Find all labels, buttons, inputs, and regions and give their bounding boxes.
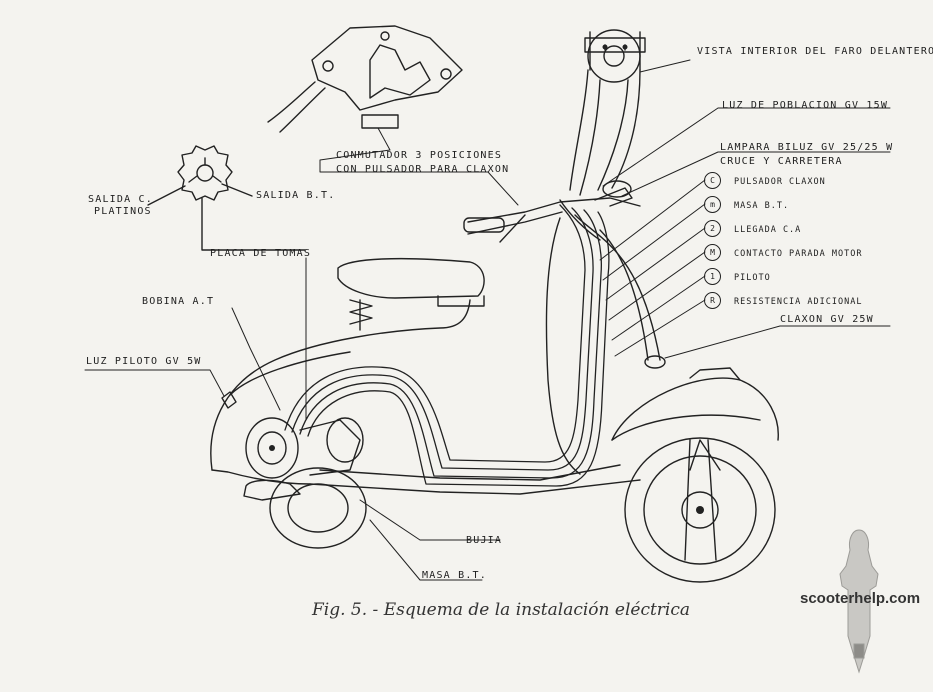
legend-key-M: M [704,244,721,261]
label-platinos: PLATINOS [94,206,152,217]
rear-engine [243,417,364,501]
label-luz-poblacion: LUZ DE POBLACION GV 15W [722,100,889,111]
switch-housing [267,25,463,133]
legend-key-R: R [704,292,721,309]
label-lampara-biluz: LAMPARA BILUZ GV 25/25 W [720,142,894,153]
legend-text-c: PULSADOR CLAXON [734,177,826,187]
flywheel-magneto [147,145,306,251]
label-bujia: BUJIA [466,535,503,546]
headlight-interior-view [569,29,646,196]
label-masa-bt: MASA B.T. [422,570,487,581]
leader-lines [84,59,891,581]
label-bobina-at: BOBINA A.T [142,296,215,307]
label-cruce-carretera: CRUCE Y CARRETERA [720,156,843,167]
label-placa-tomas: PLACA DE TOMAS [210,248,312,259]
legend-key-m: m [704,196,721,213]
watermark-brand: scooterhelp.com [800,590,921,607]
label-conmutador-line1: CONMUTADOR 3 POSICIONES [336,150,503,161]
label-luz-piloto: LUZ PILOTO GV 5W [86,356,202,367]
figure-caption: Fig. 5. - Esquema de la instalación eléc… [312,600,691,620]
filled-details [269,44,704,514]
label-claxon: CLAXON GV 25W [780,314,874,325]
legend-key-c: C [704,172,721,189]
label-conmutador-line2: CON PULSADOR PARA CLAXON [336,164,510,175]
wiring-harness [284,204,610,487]
legend-text-2: LLEGADA C.A [734,225,802,235]
label-salida-c: SALIDA C. [88,194,153,205]
front-wheel [624,437,776,583]
legend-text-R: RESISTENCIA ADICIONAL [734,297,863,307]
label-salida-bt: SALIDA B.T. [256,190,336,201]
legend-text-M: CONTACTO PARADA MOTOR [734,249,863,259]
legend-key-2: 2 [704,220,721,237]
scooter-body [210,180,779,495]
scooter-logo-icon [839,529,879,674]
label-vista-interior: VISTA INTERIOR DEL FARO DELANTERO [697,46,933,57]
legend-text-m: MASA B.T. [734,201,790,211]
legend-key-1: 1 [704,268,721,285]
rear-wheel [269,467,367,549]
legend-text-1: PILOTO [734,273,771,283]
